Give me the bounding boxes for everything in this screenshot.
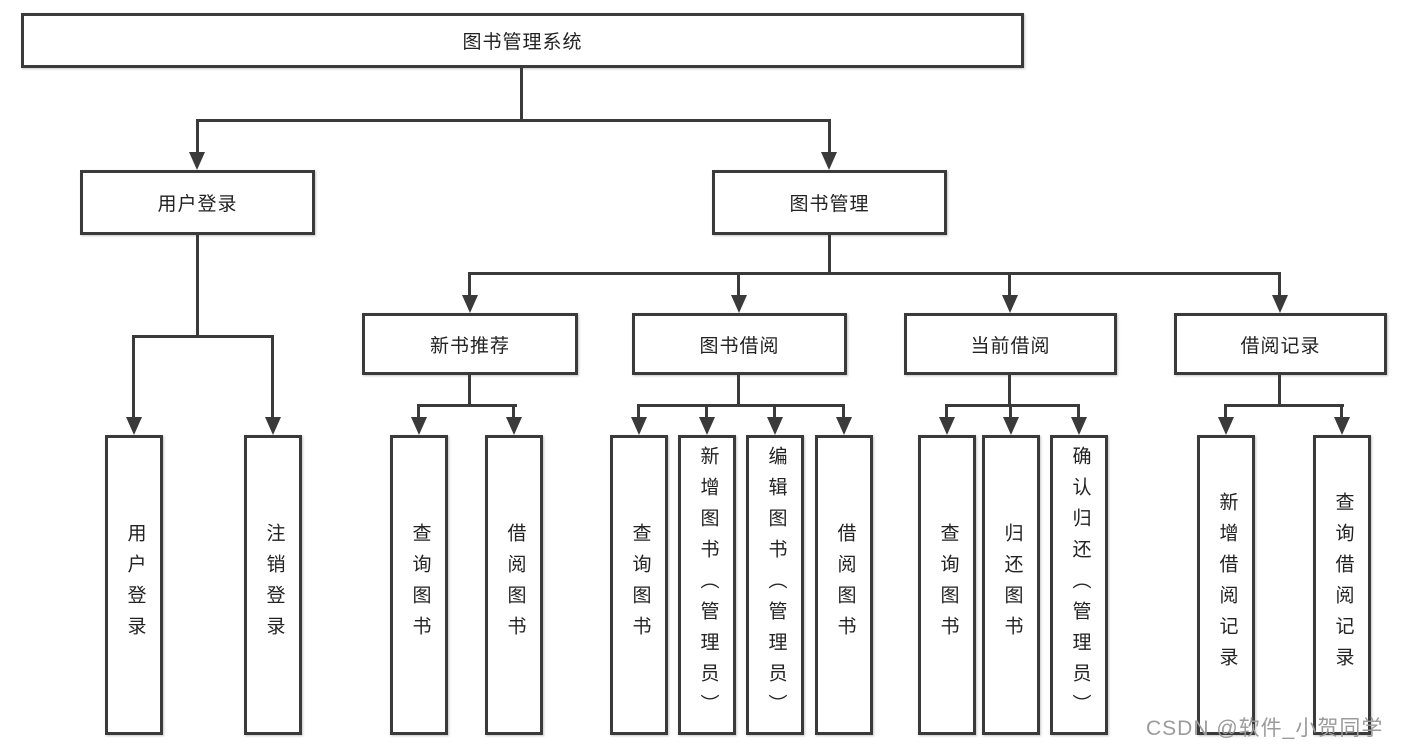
node-label: 用户登录 (157, 194, 238, 215)
arrow-stem (1224, 404, 1227, 420)
arrow-stem (132, 335, 135, 419)
connector-vline (1278, 375, 1281, 406)
connector-hline (945, 404, 1080, 407)
node-label: 注销登录 (263, 523, 285, 647)
arrowhead-down-icon (1218, 417, 1234, 435)
arrowhead-down-icon (1002, 295, 1018, 313)
arrow-stem (468, 272, 471, 298)
node-label: 图书管理 (789, 194, 870, 215)
arrow-stem (945, 404, 948, 420)
node-label: 查询图书 (409, 523, 431, 647)
arrow-stem (417, 404, 420, 420)
node-new-book-recommend: 新书推荐 (362, 313, 578, 375)
connector-hline (132, 335, 274, 338)
arrowhead-down-icon (189, 152, 205, 170)
arrowhead-down-icon (1003, 417, 1019, 435)
arrowhead-down-icon (126, 417, 142, 435)
arrow-stem (737, 272, 740, 298)
connector-vline (828, 235, 831, 275)
arrowhead-down-icon (939, 417, 955, 435)
node-label: 图书管理系统 (462, 32, 583, 53)
leaf-add-books-admin: 新增图书（管理员） (678, 435, 736, 735)
node-label: 图书借阅 (699, 335, 780, 357)
node-label: 查询借阅记录 (1332, 492, 1354, 678)
arrowhead-down-icon (1334, 417, 1350, 435)
arrow-stem (637, 404, 640, 420)
arrowhead-down-icon (767, 417, 783, 435)
node-label: 查询图书 (937, 523, 959, 647)
node-label: 借阅记录 (1240, 335, 1321, 357)
arrow-stem (271, 335, 274, 419)
arrowhead-down-icon (631, 417, 647, 435)
connector-vline (196, 235, 199, 337)
connector-hline (637, 404, 845, 407)
leaf-query-borrow-record: 查询借阅记录 (1313, 435, 1371, 735)
arrow-stem (1340, 404, 1343, 420)
arrowhead-down-icon (1071, 417, 1087, 435)
node-label: 新书推荐 (429, 335, 510, 357)
connector-vline (520, 68, 523, 122)
leaf-edit-books-admin: 编辑图书（管理员） (746, 435, 804, 735)
leaf-borrow-books: 借阅图书 (815, 435, 873, 735)
arrow-stem (773, 404, 776, 420)
leaf-logout: 注销登录 (244, 435, 302, 735)
leaf-query-books: 查询图书 (390, 435, 448, 735)
connector-hline (468, 272, 1281, 275)
node-label: 当前借阅 (970, 335, 1051, 357)
node-label: 新增借阅记录 (1216, 492, 1238, 678)
leaf-return-books: 归还图书 (982, 435, 1040, 735)
leaf-add-borrow-record: 新增借阅记录 (1197, 435, 1255, 735)
node-label: 借阅图书 (504, 523, 526, 647)
arrow-stem (842, 404, 845, 420)
arrow-stem (828, 119, 831, 155)
node-root: 图书管理系统 (21, 13, 1024, 68)
watermark: CSDN @软件_小贺同学 (1146, 717, 1384, 740)
arrow-stem (196, 119, 199, 155)
node-book-management: 图书管理 (712, 170, 947, 235)
arrowhead-down-icon (821, 152, 837, 170)
connector-vline (1008, 375, 1011, 406)
connector-vline (468, 375, 471, 406)
arrow-stem (705, 404, 708, 420)
leaf-confirm-return-admin: 确认归还（管理员） (1050, 435, 1108, 735)
leaf-user-login: 用户登录 (105, 435, 163, 735)
node-borrow-records: 借阅记录 (1174, 313, 1387, 375)
connector-hline (1224, 404, 1344, 407)
arrow-stem (1278, 272, 1281, 298)
arrowhead-down-icon (1272, 295, 1288, 313)
leaf-query-books: 查询图书 (918, 435, 976, 735)
node-label: 确认归还（管理员） (1069, 445, 1091, 725)
arrowhead-down-icon (265, 417, 281, 435)
node-label: 归还图书 (1001, 523, 1023, 647)
node-current-borrow: 当前借阅 (904, 313, 1117, 375)
node-label: 编辑图书（管理员） (765, 445, 787, 725)
connector-vline (737, 375, 740, 406)
node-user-login: 用户登录 (80, 170, 315, 235)
connector-hline (196, 119, 831, 122)
connector-hline (417, 404, 517, 407)
arrowhead-down-icon (411, 417, 427, 435)
arrowhead-down-icon (836, 417, 852, 435)
arrowhead-down-icon (506, 417, 522, 435)
leaf-query-books: 查询图书 (610, 435, 668, 735)
node-label: 新增图书（管理员） (697, 445, 719, 725)
arrow-stem (1008, 272, 1011, 298)
arrow-stem (512, 404, 515, 420)
node-label: 查询图书 (629, 523, 651, 647)
arrowhead-down-icon (462, 295, 478, 313)
arrowhead-down-icon (731, 295, 747, 313)
arrowhead-down-icon (699, 417, 715, 435)
arrow-stem (1077, 404, 1080, 420)
arrow-stem (1009, 404, 1012, 420)
leaf-borrow-books: 借阅图书 (485, 435, 543, 735)
node-label: 用户登录 (124, 523, 146, 647)
node-book-borrow: 图书借阅 (632, 313, 847, 375)
node-label: 借阅图书 (834, 523, 856, 647)
